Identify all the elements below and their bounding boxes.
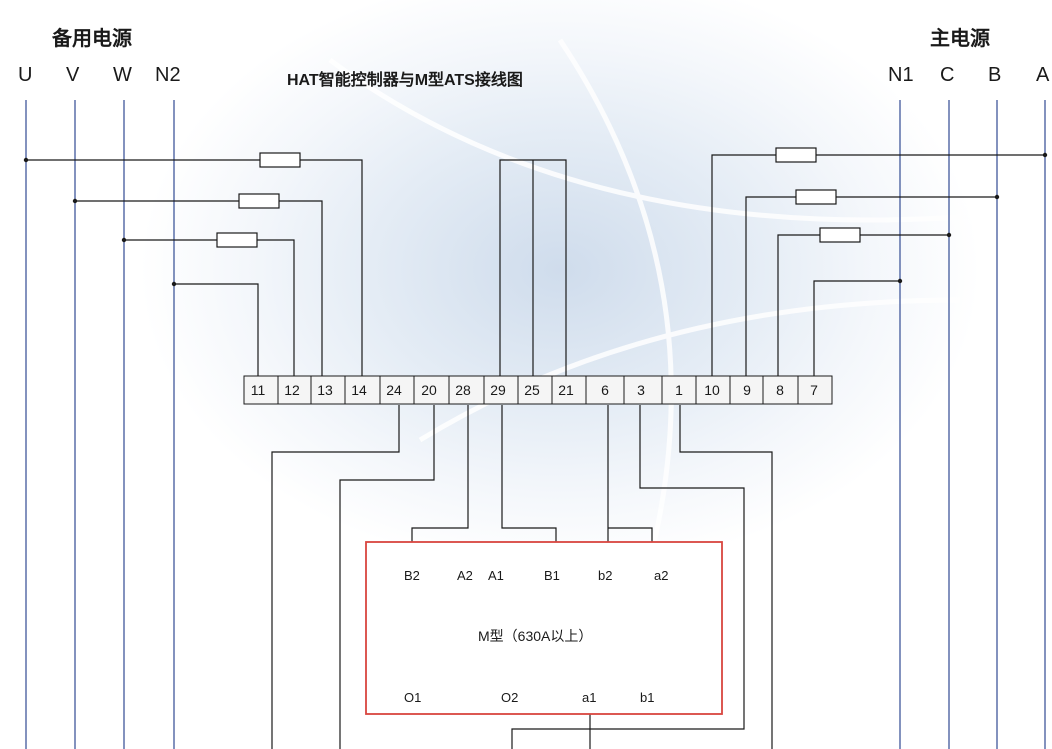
- ats-terminal-o2: O2: [501, 690, 519, 705]
- phase-label-b: B: [988, 64, 1002, 86]
- terminal-label: 11: [250, 382, 266, 398]
- ats-terminal-a2: A2: [457, 568, 473, 583]
- ats-terminal-a2-lower: a2: [654, 568, 669, 583]
- main-source-label: 主电源: [930, 28, 990, 50]
- fuse-icon: [259, 152, 301, 168]
- terminal-strip: [243, 375, 833, 405]
- ats-model-label: M型（630A以上）: [478, 628, 593, 644]
- terminal-label: 28: [455, 382, 471, 398]
- terminal-label: 12: [284, 382, 300, 398]
- terminal-label: 14: [351, 382, 367, 398]
- junction-dots: [23, 152, 1048, 287]
- ats-terminal-b1-lower: b1: [640, 690, 655, 705]
- globe-grid: [328, 18, 1052, 561]
- ats-terminal-o1: O1: [404, 690, 422, 705]
- phase-label-u: U: [18, 64, 33, 86]
- phase-label-v: V: [66, 64, 80, 86]
- fuse-icon: [216, 232, 258, 248]
- fuse-icon: [795, 189, 837, 205]
- ats-terminal-a1-lower: a1: [582, 690, 597, 705]
- fuse-icon: [819, 227, 861, 243]
- fuse-icon: [775, 147, 817, 163]
- terminal-label: 8: [776, 382, 784, 398]
- terminal-label: 1: [675, 382, 683, 398]
- terminal-label: 13: [317, 382, 333, 398]
- terminal-label: 24: [386, 382, 402, 398]
- terminal-label: 20: [421, 382, 437, 398]
- phase-label-w: W: [113, 64, 132, 86]
- ats-terminal-b1: B1: [544, 568, 560, 583]
- diagram-title: HAT智能控制器与M型ATS接线图: [287, 72, 523, 89]
- terminal-label: 7: [810, 382, 818, 398]
- terminal-label: 3: [637, 382, 645, 398]
- terminal-label: 21: [558, 382, 574, 398]
- terminal-label: 9: [743, 382, 751, 398]
- ats-terminal-b2-lower: b2: [598, 568, 613, 583]
- phase-lines: [25, 100, 1046, 749]
- ats-terminal-a1: A1: [488, 568, 504, 583]
- ats-terminal-b2: B2: [404, 568, 420, 583]
- terminal-label: 10: [704, 382, 720, 398]
- backup-source-label: 备用电源: [52, 28, 132, 50]
- terminal-label: 29: [490, 382, 506, 398]
- terminal-label: 6: [601, 382, 609, 398]
- phase-label-n1: N1: [888, 64, 914, 86]
- terminal-label: 25: [524, 382, 540, 398]
- phase-label-a: A: [1036, 64, 1050, 86]
- fuse-icon: [238, 193, 280, 209]
- phase-label-n2: N2: [155, 64, 181, 86]
- ats-box: [365, 541, 723, 715]
- control-wires: [26, 154, 1045, 749]
- fuses: [216, 147, 861, 248]
- phase-label-c: C: [940, 64, 955, 86]
